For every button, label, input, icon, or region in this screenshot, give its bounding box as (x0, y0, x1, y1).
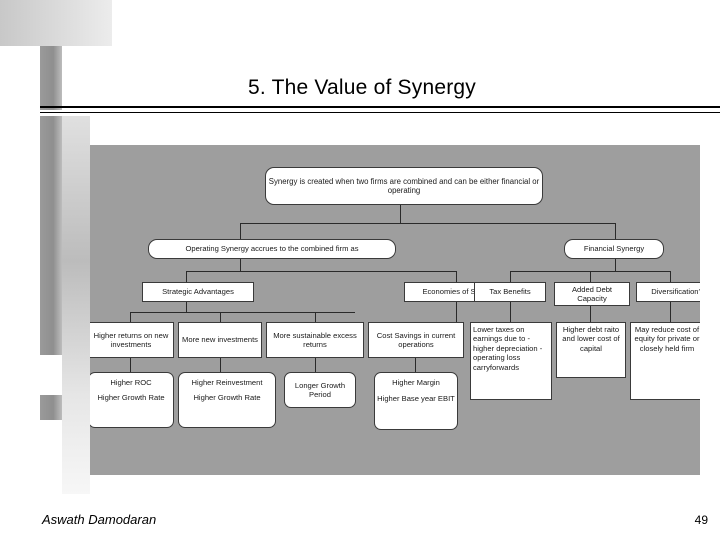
node-cost-savings: Cost Savings in current operations (368, 322, 464, 358)
node-more-new-investments: More new investments (178, 322, 262, 358)
connector (670, 271, 671, 282)
footer-author: Aswath Damodaran (42, 512, 157, 527)
connector (615, 259, 616, 271)
connector (240, 223, 615, 224)
footer-page-number: 49 (694, 513, 708, 527)
node-more-sustainable-excess-returns: More sustainable excess returns (266, 322, 364, 358)
node-higher-reinvestment-growth: Higher Reinvestment Higher Growth Rate (178, 372, 276, 428)
decorative-left-notch (62, 46, 90, 114)
node-higher-base-year-ebit-label: Higher Base year EBIT (377, 394, 455, 404)
connector (415, 358, 416, 372)
node-higher-debt-ratio: Higher debt raito and lower cost of capi… (556, 322, 626, 378)
title-divider-secondary (40, 112, 720, 113)
connector (130, 312, 131, 322)
synergy-diagram: Synergy is created when two firms are co… (90, 145, 700, 475)
decorative-left-gap-2 (40, 420, 62, 494)
node-financial-synergy: Financial Synergy (564, 239, 664, 259)
node-higher-growth-rate-label: Higher Growth Rate (97, 393, 165, 403)
connector (510, 271, 511, 282)
connector (220, 312, 221, 322)
node-may-reduce-cost-of-equity: May reduce cost of equity for private or… (630, 322, 700, 400)
connector (315, 358, 316, 372)
node-higher-margin-ebit: Higher Margin Higher Base year EBIT (374, 372, 458, 430)
decorative-left-notch-2 (40, 110, 90, 116)
decorative-left-bar-light (62, 46, 90, 494)
connector (400, 205, 401, 223)
title-divider (40, 106, 720, 108)
connector (130, 358, 131, 372)
decorative-corner-block (0, 0, 112, 46)
node-higher-roc-growth: Higher ROC Higher Growth Rate (90, 372, 174, 428)
connector (315, 312, 316, 322)
node-lower-taxes: Lower taxes on earnings due to - higher … (470, 322, 552, 400)
connector (590, 302, 591, 322)
node-higher-growth-rate-2-label: Higher Growth Rate (193, 393, 261, 403)
connector (240, 223, 241, 239)
node-operating-synergy: Operating Synergy accrues to the combine… (148, 239, 396, 259)
node-tax-benefits: Tax Benefits (474, 282, 546, 302)
connector (670, 302, 671, 322)
page-title: 5. The Value of Synergy (248, 76, 476, 99)
connector (186, 271, 187, 282)
node-added-debt-capacity: Added Debt Capacity (554, 282, 630, 306)
connector (186, 271, 456, 272)
node-higher-reinvestment-label: Higher Reinvestment (191, 378, 263, 387)
connector (456, 302, 457, 322)
node-higher-returns: Higher returns on new investments (90, 322, 174, 358)
connector (186, 302, 187, 312)
connector (240, 259, 241, 271)
connector (510, 302, 511, 322)
node-higher-roc-label: Higher ROC (110, 378, 152, 387)
connector (130, 312, 355, 313)
connector (220, 358, 221, 372)
node-diversification: Diversification? (636, 282, 700, 302)
node-higher-margin-label: Higher Margin (392, 378, 440, 387)
node-strategic-advantages: Strategic Advantages (142, 282, 254, 302)
connector (456, 271, 457, 282)
connector (615, 223, 616, 239)
node-root: Synergy is created when two firms are co… (265, 167, 543, 205)
connector (590, 271, 591, 282)
decorative-left-gap (40, 355, 62, 395)
node-longer-growth-period: Longer Growth Period (284, 372, 356, 408)
